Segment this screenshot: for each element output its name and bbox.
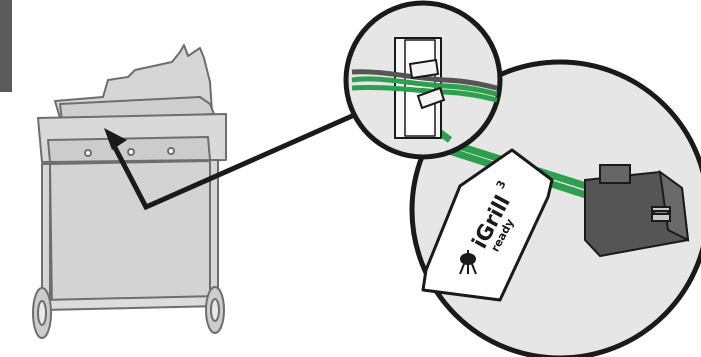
grill-wheel-left-hub bbox=[38, 301, 46, 325]
grill-knob-2 bbox=[128, 149, 134, 155]
grill bbox=[33, 45, 226, 338]
grill-leg-right bbox=[210, 160, 218, 306]
grill-knob-1 bbox=[85, 150, 91, 156]
grill-knob-3 bbox=[168, 148, 174, 154]
side-bar bbox=[0, 0, 12, 92]
grill-wheel-right-hub bbox=[211, 299, 219, 321]
